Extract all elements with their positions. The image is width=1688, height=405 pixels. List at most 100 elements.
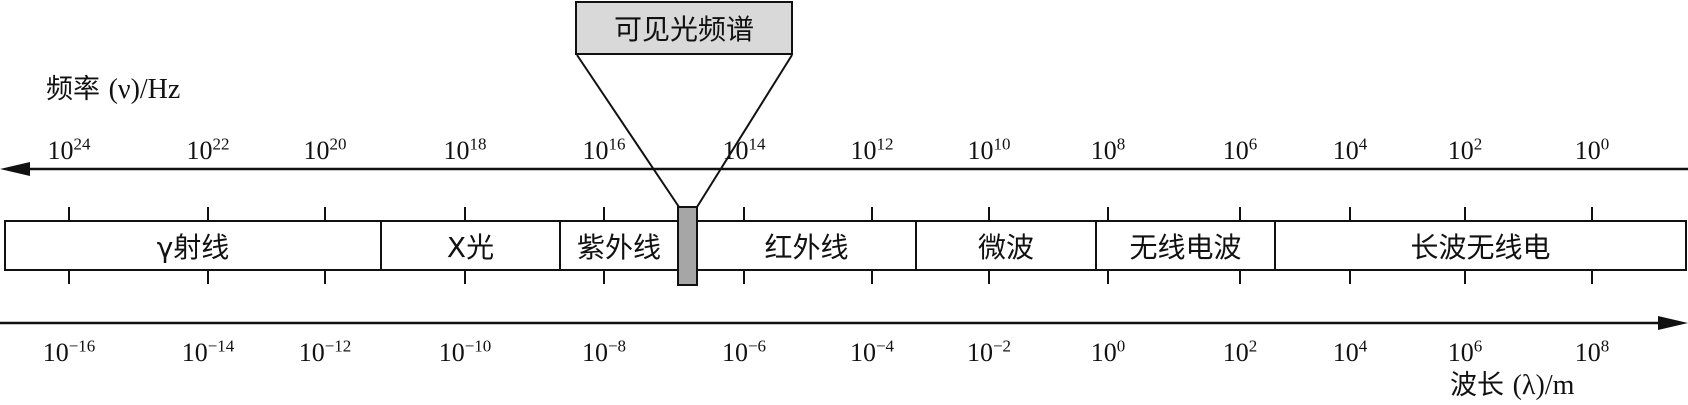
- wavelength-axis-arrowhead: [1658, 316, 1688, 330]
- spectrum-bar: [4, 220, 1687, 271]
- band-label: X光: [446, 230, 495, 264]
- wavelength-tick-label: 10−6: [721, 338, 766, 367]
- band-microwave: 微波: [916, 221, 1096, 270]
- frequency-tick-label: 1020: [303, 134, 347, 165]
- wavelength-label-symbol: (λ)/m: [1512, 370, 1575, 401]
- frequency-tick-exponent: 22: [212, 134, 230, 154]
- wavelength-tick-exponent: 2: [1248, 336, 1258, 356]
- band-label: 长波无线电: [1410, 230, 1551, 264]
- wavelength-tick-base: 10: [42, 338, 69, 367]
- wavelength-axis-label: 波长 (λ)/m: [1450, 372, 1574, 400]
- wavelength-tick-base: 10: [1447, 338, 1474, 367]
- wavelength-tick-label: 10−10: [438, 336, 492, 367]
- frequency-tick-base: 10: [303, 136, 330, 165]
- frequency-tick-exponent: 14: [748, 134, 766, 154]
- band-label: γ射线: [156, 230, 230, 264]
- wavelength-tick-label: 10−14: [181, 336, 235, 367]
- frequency-tick-exponent: 8: [1116, 134, 1126, 154]
- band-xray: X光: [381, 221, 560, 270]
- wavelength-tick-base: 10: [1332, 338, 1359, 367]
- frequency-tick-exponent: 16: [608, 134, 626, 154]
- frequency-tick-label: 108: [1090, 134, 1126, 165]
- frequency-tick-exponent: 20: [329, 134, 347, 154]
- wavelength-tick-base: 10: [581, 338, 608, 367]
- frequency-label-symbol: (ν)/Hz: [108, 74, 181, 105]
- wavelength-tick-base: 10: [1574, 338, 1601, 367]
- wavelength-label-prefix: 波长: [1450, 370, 1504, 401]
- wavelength-tick-exponent: 8: [1600, 336, 1610, 356]
- wavelength-tick-exponent: −16: [68, 336, 96, 356]
- wavelength-tick-label: 100: [1090, 336, 1126, 367]
- frequency-tick-base: 10: [582, 136, 609, 165]
- wavelength-tick-base: 10: [721, 338, 748, 367]
- frequency-tick-label: 106: [1222, 134, 1258, 165]
- wavelength-tick-base: 10: [438, 338, 465, 367]
- frequency-tick-exponent: 4: [1358, 134, 1368, 154]
- frequency-tick-base: 10: [186, 136, 213, 165]
- band-infrared: 红外线: [697, 221, 916, 270]
- wavelength-tick-exponent: −8: [607, 336, 627, 356]
- frequency-tick-base: 10: [1222, 136, 1249, 165]
- frequency-tick-label: 1016: [582, 134, 626, 165]
- frequency-tick-base: 10: [1574, 136, 1601, 165]
- band-ultraviolet: 紫外线: [560, 221, 678, 270]
- wavelength-tick-label: 104: [1332, 336, 1368, 367]
- frequency-tick-exponent: 18: [469, 134, 487, 154]
- frequency-tick-label: 102: [1447, 136, 1483, 165]
- wavelength-tick-label: 108: [1574, 336, 1610, 367]
- frequency-tick-label: 1024: [47, 134, 91, 165]
- callout-line-right: [696, 54, 793, 208]
- band-label: 紫外线: [576, 230, 661, 264]
- wavelength-tick-exponent: 4: [1358, 336, 1368, 356]
- wavelength-tick-label: 10−16: [42, 336, 96, 367]
- wavelength-tick-label: 10−4: [849, 336, 895, 367]
- visible-spectrum-label: 可见光频谱: [613, 13, 754, 46]
- frequency-tick-base: 10: [47, 136, 74, 165]
- frequency-tick-exponent: 12: [876, 134, 894, 154]
- band-gamma: γ射线: [5, 221, 381, 270]
- frequency-tick-base: 10: [850, 136, 877, 165]
- wavelength-tick-exponent: −12: [324, 336, 352, 356]
- band-label: 无线电波: [1129, 230, 1242, 264]
- frequency-tick-label: 1012: [850, 134, 894, 165]
- wavelength-tick-exponent: −10: [464, 336, 492, 356]
- frequency-tick-exponent: 6: [1248, 134, 1258, 154]
- callout-line-left: [576, 54, 680, 208]
- frequency-tick-label: 1014: [722, 134, 766, 165]
- frequency-tick-label: 1010: [967, 134, 1011, 165]
- wavelength-tick-exponent: −4: [875, 336, 895, 356]
- visible-light-strip: [677, 206, 698, 286]
- visible-spectrum-box: 可见光频谱: [575, 1, 793, 55]
- wavelength-tick-base: 10: [966, 338, 993, 367]
- frequency-tick-exponent: 0: [1600, 134, 1610, 154]
- frequency-tick-base: 10: [1090, 136, 1117, 165]
- wavelength-tick-label: 10−8: [581, 336, 627, 367]
- frequency-tick-exponent: 24: [73, 134, 91, 154]
- wavelength-tick-base: 10: [298, 338, 325, 367]
- wavelength-tick-label: 102: [1222, 336, 1258, 367]
- frequency-tick-base: 10: [1447, 136, 1474, 165]
- frequency-label-prefix: 频率: [46, 74, 100, 105]
- wavelength-tick-base: 10: [1090, 338, 1117, 367]
- frequency-tick-base: 10: [443, 136, 470, 165]
- frequency-tick-label: 1022: [186, 134, 230, 165]
- band-radio: 无线电波: [1096, 221, 1275, 270]
- frequency-axis-arrowhead: [0, 162, 30, 176]
- wavelength-tick-label: 10−2: [966, 338, 1011, 367]
- wavelength-tick-exponent: −14: [207, 336, 235, 356]
- frequency-tick-label: 100: [1574, 134, 1610, 165]
- wavelength-tick-base: 10: [849, 338, 876, 367]
- band-long-wave-radio: 长波无线电: [1275, 221, 1686, 270]
- frequency-tick-label: 1018: [443, 134, 487, 165]
- wavelength-tick-exponent: 6: [1473, 336, 1483, 356]
- wavelength-tick-base: 10: [1222, 338, 1249, 367]
- band-label: 红外线: [764, 230, 849, 264]
- band-label: 微波: [977, 230, 1034, 264]
- frequency-axis-label: 频率 (ν)/Hz: [46, 76, 180, 104]
- frequency-tick-base: 10: [967, 136, 994, 165]
- frequency-tick-base: 10: [722, 136, 749, 165]
- wavelength-tick-exponent: 0: [1116, 336, 1126, 356]
- wavelength-tick-base: 10: [181, 338, 208, 367]
- frequency-tick-exponent: 10: [993, 134, 1011, 154]
